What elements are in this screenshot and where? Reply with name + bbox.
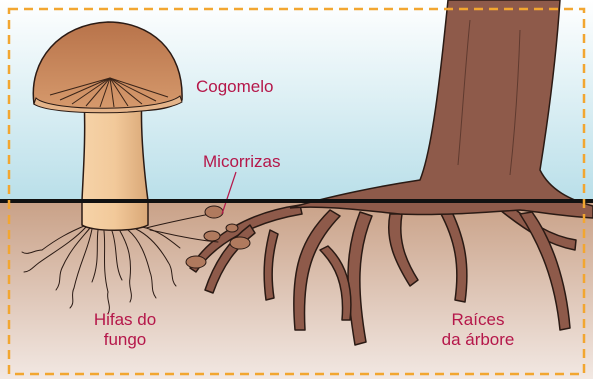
- label-fungal-hyphae-line2: fungo: [76, 330, 174, 350]
- label-mycorrhizae: Micorrizas: [203, 152, 280, 172]
- label-mushroom: Cogomelo: [196, 77, 274, 97]
- label-fungal-hyphae: Hifas do fungo: [76, 310, 174, 350]
- label-tree-roots-line1: Raíces: [422, 310, 534, 330]
- label-fungal-hyphae-line1: Hifas do: [76, 310, 174, 330]
- label-tree-roots-line2: da árbore: [422, 330, 534, 350]
- mushroom-stem: [82, 95, 148, 230]
- label-tree-roots: Raíces da árbore: [422, 310, 534, 350]
